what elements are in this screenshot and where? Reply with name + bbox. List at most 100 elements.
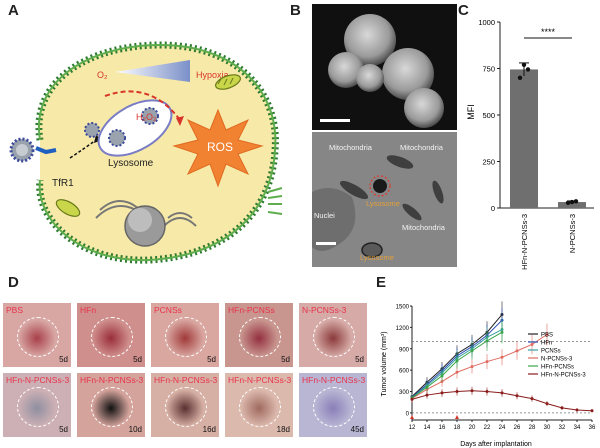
e-legend-label: HFn [541,341,552,347]
e-injection-marker [455,415,459,419]
e-y-tick-label: 0 [406,411,410,417]
hypoxia-gradient [115,60,190,82]
c-y-tick-label: 0 [491,204,495,213]
tumor-outline [239,387,281,427]
e-data-point [545,402,549,406]
c-data-point [525,67,531,72]
tem-image-particles [312,4,457,130]
mito-label-2: Mitochondria [400,143,444,152]
e-x-tick-label: 26 [514,425,521,431]
e-legend-label: N-PCNSs-3 [541,357,573,363]
photo-day-label: 45d [350,425,364,434]
e-x-tick-label: 30 [544,425,551,431]
tfr1-receptor [35,146,57,155]
photo-day-label: 10d [128,425,142,434]
tumor-outline [165,387,207,427]
e-data-point [530,397,534,401]
c-y-tick-label: 750 [482,65,495,74]
tumor-volume-line-chart: Tumor volume (mm³) Days after implantati… [381,301,596,448]
cell-schematic: TfR1 O₂ Hypoxia H₂O₂ Lysosome ROS [9,41,283,264]
photo-day-label: 18d [276,425,290,434]
tumor-outline [91,387,133,427]
ros-burst [172,108,264,188]
c-significance-label: **** [541,27,556,37]
e-data-point [515,394,519,398]
e-legend-label: HFn-PCNSs [541,365,574,371]
panel-label-d: D [8,274,19,291]
e-data-point [575,408,579,412]
hypoxia-label: Hypoxia [196,70,229,80]
e-data-point [500,330,504,334]
c-bar [558,202,586,208]
photo-day-label: 5d [281,355,290,364]
nanoparticle-outside [9,137,35,163]
tumor-photo: HFn-N-PCNSs-3 45d [298,372,368,438]
photo-day-label: 5d [59,355,68,364]
mitochondrion-2 [55,199,81,217]
lysosome-label: Lysosome [108,158,154,169]
photo-group-label: PCNSs [154,305,182,315]
e-data-point [545,333,549,336]
e-x-tick-label: 18 [454,425,461,431]
panel-label-a: A [8,2,19,19]
e-data-point [530,342,534,346]
e-y-axis-label: Tumor volume (mm³) [381,331,388,396]
e-data-point [500,391,504,395]
c-data-point [565,200,571,205]
e-x-tick-label: 28 [529,425,536,431]
e-data-point [455,390,459,393]
tumor-photo: HFn-N-PCNSs-3 5d [2,372,72,438]
e-data-point [470,389,474,393]
tumor-photo: PCNSs 5d [150,302,220,368]
nucleus [95,200,197,247]
c-bar [510,69,538,209]
o2-label: O₂ [97,70,108,80]
photo-day-label: 5d [207,355,216,364]
e-data-point [410,397,414,401]
c-data-point [517,75,523,80]
c-category-label: HFn-N-PCNSs-3 [520,214,529,270]
photo-group-label: HFn-N-PCNSs-3 [6,375,70,385]
e-injection-marker [410,415,414,419]
c-data-point [569,199,575,205]
e-x-tick-label: 14 [424,425,431,431]
tumor-outline [17,387,59,427]
mito-label-1: Mitochondria [329,143,373,152]
e-data-point [470,365,474,369]
tfr1-label: TfR1 [52,178,74,189]
photo-group-label: HFn-N-PCNSs-3 [302,375,366,385]
photo-day-label: 5d [59,425,68,434]
e-data-point [425,385,429,389]
e-y-tick-label: 900 [399,347,410,353]
e-data-point [485,360,489,364]
e-x-tick-label: 34 [574,425,581,431]
e-x-tick-label: 22 [484,425,491,431]
c-y-tick-label: 1000 [478,18,495,27]
e-legend-label: HFn-N-PCNSs-3 [541,373,586,379]
tumor-outline [239,317,281,357]
mitochondrion-1 [215,74,241,90]
photo-group-label: PBS [6,305,24,315]
e-data-point [515,349,519,353]
e-x-tick-label: 24 [499,425,506,431]
c-y-tick-label: 250 [482,158,495,167]
e-y-tick-label: 300 [399,390,410,396]
e-x-tick-label: 16 [439,425,446,431]
tem-image-cell: Mitochondria Mitochondria Mitochondria N… [312,132,457,267]
e-x-tick-label: 32 [559,425,566,431]
e-data-point [470,349,474,353]
photo-day-label: 16d [202,425,216,434]
e-x-tick-label: 36 [589,425,596,431]
c-y-tick-label: 500 [482,111,495,120]
tumor-outline [17,317,59,357]
e-data-point [485,390,489,393]
photo-group-label: N-PCNSs-3 [302,305,347,315]
lysosome-label-1: Lysosome [366,199,400,208]
e-data-point [455,359,459,363]
panel-label-c: C [458,2,469,19]
e-data-point [560,406,564,410]
